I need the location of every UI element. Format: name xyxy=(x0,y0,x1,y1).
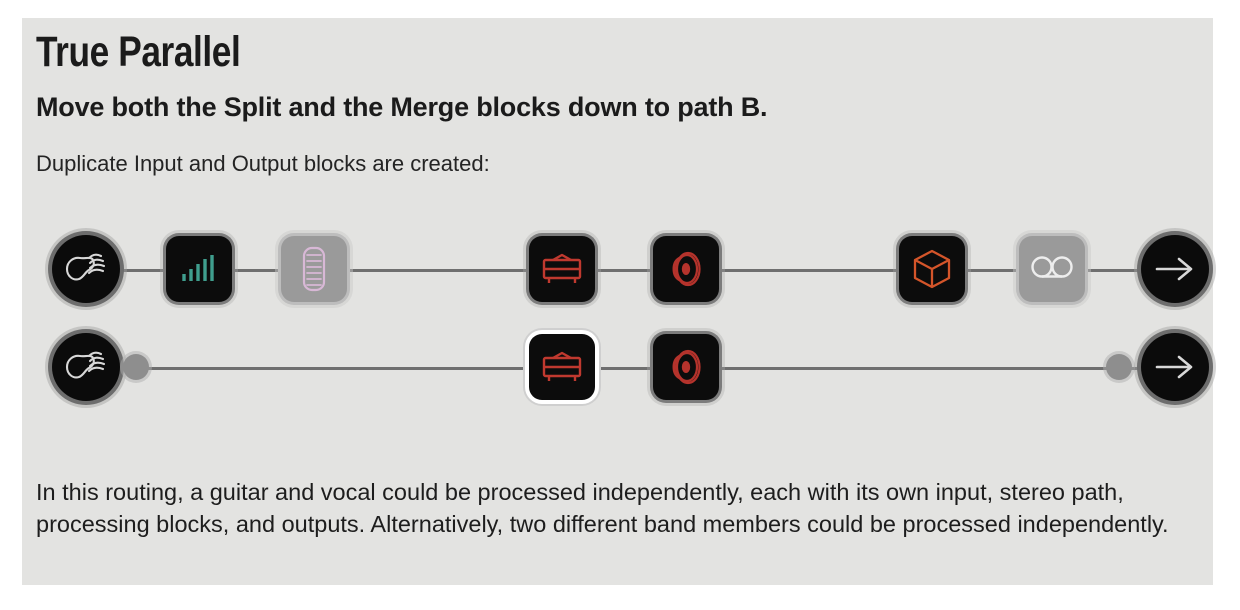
speaker-cab-icon xyxy=(665,248,707,290)
explanation-paragraph: In this routing, a guitar and vocal coul… xyxy=(36,479,1169,538)
block-reverb-a[interactable] xyxy=(899,236,965,302)
page-title: True Parallel xyxy=(36,28,241,76)
merge-dot-b[interactable] xyxy=(1106,354,1132,380)
input-guitar-b[interactable] xyxy=(52,333,120,401)
block-cab-b[interactable] xyxy=(653,334,719,400)
path-b-wire xyxy=(112,367,1162,370)
amp-head-icon xyxy=(540,350,584,384)
output-arrow-icon xyxy=(1154,254,1196,284)
output-arrow-b[interactable] xyxy=(1141,333,1209,401)
block-cab-a[interactable] xyxy=(653,236,719,302)
instruction-lead: Duplicate Input and Output blocks are cr… xyxy=(36,151,490,176)
level-meter-icon xyxy=(180,251,218,287)
output-arrow-a[interactable] xyxy=(1141,235,1209,303)
guitar-input-icon xyxy=(63,346,109,388)
path-a-wire xyxy=(112,269,1162,272)
signal-path-b xyxy=(22,320,1213,416)
signal-chain-diagram xyxy=(22,208,1213,438)
split-dot-b[interactable] xyxy=(123,354,149,380)
block-amp-a[interactable] xyxy=(529,236,595,302)
output-arrow-icon xyxy=(1154,352,1196,382)
block-amp-b[interactable] xyxy=(529,334,595,400)
signal-path-a xyxy=(22,222,1213,318)
amp-head-icon xyxy=(540,252,584,286)
instruction-panel: True Parallel Move both the Split and th… xyxy=(22,18,1213,585)
block-volume-a[interactable] xyxy=(166,236,232,302)
block-wah-a[interactable] xyxy=(281,236,347,302)
speaker-cab-icon xyxy=(665,346,707,388)
block-delay-a[interactable] xyxy=(1019,236,1085,302)
reverb-cube-icon xyxy=(911,248,953,290)
input-guitar-a[interactable] xyxy=(52,235,120,303)
guitar-input-icon xyxy=(63,248,109,290)
tape-delay-icon xyxy=(1029,254,1075,284)
instruction-heading: Move both the Split and the Merge blocks… xyxy=(36,92,768,122)
wah-pedal-icon xyxy=(299,246,329,292)
